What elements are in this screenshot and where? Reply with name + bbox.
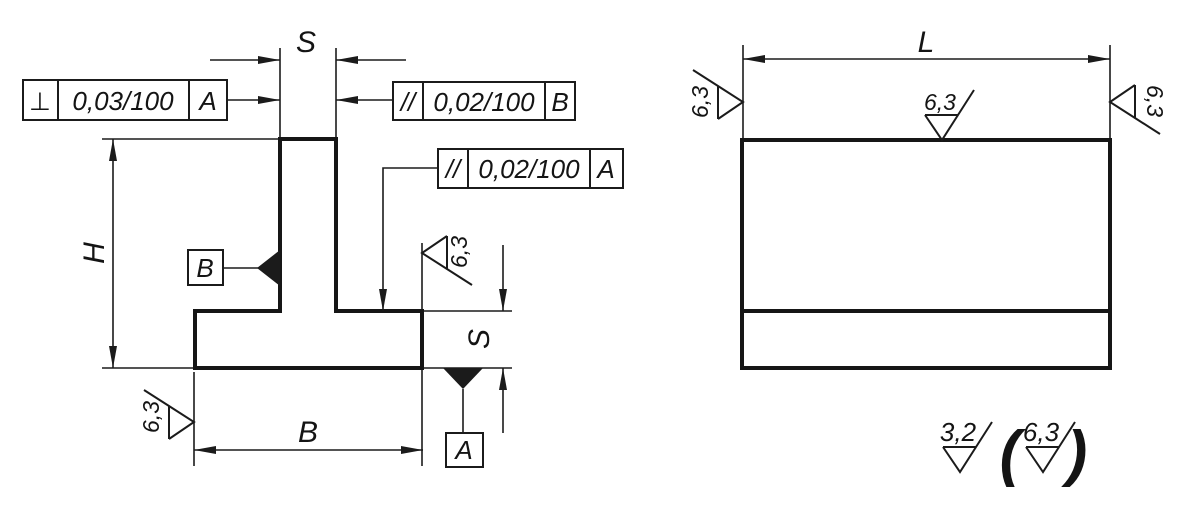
roughness-value: 6,3 bbox=[687, 86, 713, 118]
roughness-check-icon bbox=[420, 235, 473, 286]
datum-triangle-icon bbox=[257, 250, 280, 286]
length-label: L bbox=[918, 26, 935, 59]
fcf-datum-ref: B bbox=[551, 87, 568, 117]
datum-box bbox=[187, 249, 224, 286]
roughness-symbol-top-face: 6,3 bbox=[924, 89, 975, 142]
roughness-symbol-secondary: 6,3 bbox=[1023, 417, 1076, 474]
roughness-value: 6,3 bbox=[138, 401, 164, 433]
arrowhead bbox=[499, 368, 507, 390]
arrowhead bbox=[194, 446, 216, 454]
fcf-parallelism-a: // 0,02/100 A bbox=[437, 148, 624, 189]
arrowhead bbox=[401, 446, 423, 454]
datum-b-symbol: B bbox=[187, 249, 280, 286]
perpendicularity-icon: ⊥ bbox=[29, 88, 51, 116]
fcf-tolerance-value: 0,03/100 bbox=[72, 86, 174, 116]
datum-letter: A bbox=[453, 435, 472, 465]
base-width-label: B bbox=[298, 416, 318, 449]
flange-thickness-label: S bbox=[463, 329, 496, 349]
par-a-frame-leader bbox=[382, 167, 438, 311]
fcf-datum-ref: A bbox=[197, 86, 216, 116]
roughness-symbol-left-face: 6,3 bbox=[687, 69, 745, 120]
roughness-symbol-flange-edge: 6,3 bbox=[420, 235, 473, 286]
roughness-check-icon bbox=[1025, 421, 1076, 474]
parallelism-icon: // bbox=[444, 154, 463, 184]
roughness-check-icon bbox=[692, 69, 745, 120]
arrowhead bbox=[258, 56, 280, 64]
arrowhead bbox=[336, 56, 358, 64]
t-profile-outline bbox=[193, 137, 424, 370]
left-view-t-profile: S H B S ⊥ 0,03/100 A // 0,02/100 B // bbox=[22, 26, 624, 468]
height-label: H bbox=[78, 242, 111, 264]
roughness-value: 6,3 bbox=[1023, 417, 1060, 447]
roughness-value: 6,3 bbox=[446, 236, 472, 268]
datum-letter: B bbox=[196, 253, 213, 283]
arrowhead bbox=[109, 139, 117, 161]
roughness-symbol-base-left: 6,3 bbox=[138, 389, 196, 440]
roughness-check-icon bbox=[924, 89, 975, 142]
datum-box bbox=[445, 432, 484, 468]
datum-triangle-icon bbox=[443, 368, 483, 389]
arrowhead bbox=[379, 289, 387, 311]
right-view-side-elevation: L 6,3 6,3 6,3 bbox=[687, 26, 1168, 370]
general-roughness-note: 3,2 ( 6,3 ) bbox=[940, 417, 1087, 488]
roughness-check-icon bbox=[143, 389, 196, 440]
roughness-check-icon bbox=[942, 421, 993, 474]
arrowhead bbox=[499, 289, 507, 311]
arrowhead bbox=[109, 346, 117, 368]
parallelism-icon: // bbox=[399, 87, 418, 117]
stem-width-label: S bbox=[296, 26, 316, 59]
arrowhead bbox=[258, 96, 280, 104]
roughness-symbol-right-face: 6,3 bbox=[1108, 84, 1168, 135]
fcf-perpendicularity: ⊥ 0,03/100 A bbox=[22, 79, 228, 121]
roughness-value: 3,2 bbox=[940, 417, 977, 447]
roughness-value: 6,3 bbox=[924, 89, 956, 115]
note-close-paren: ) bbox=[1061, 419, 1088, 488]
roughness-value: 6,3 bbox=[1142, 85, 1168, 117]
roughness-check-icon bbox=[1108, 84, 1161, 135]
roughness-symbol-primary: 3,2 bbox=[940, 417, 993, 474]
side-view-outline bbox=[740, 138, 1112, 370]
arrowhead bbox=[1088, 55, 1110, 63]
fcf-tolerance-value: 0,02/100 bbox=[433, 87, 535, 117]
arrowhead bbox=[336, 96, 358, 104]
fcf-parallelism-b: // 0,02/100 B bbox=[392, 81, 576, 121]
arrowhead bbox=[743, 55, 765, 63]
fcf-datum-ref: A bbox=[595, 154, 614, 184]
fcf-tolerance-value: 0,02/100 bbox=[478, 154, 580, 184]
datum-a-symbol: A bbox=[443, 368, 484, 468]
